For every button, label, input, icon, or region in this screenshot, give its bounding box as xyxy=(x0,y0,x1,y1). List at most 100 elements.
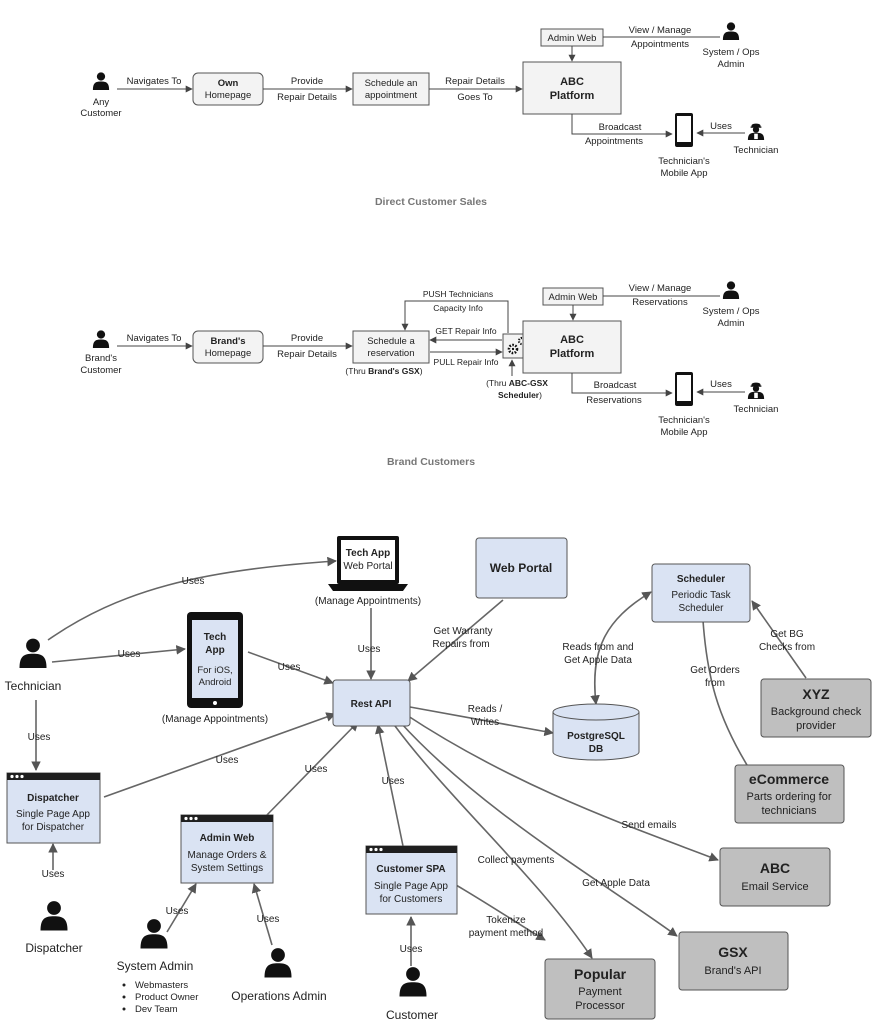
postgres-sub: DB xyxy=(589,744,603,755)
technician-person-icon xyxy=(19,638,47,668)
dispatcher-actor-label: Dispatcher xyxy=(25,941,82,955)
section-caption-brand: Brand Customers xyxy=(387,456,475,468)
edge-reads-writes-label: Reads / xyxy=(468,704,503,715)
edge-mobile-api-uses: Uses xyxy=(278,662,301,673)
tech-app-mobile-sub: For iOS, xyxy=(197,665,232,676)
sysadmin-person-icon xyxy=(140,919,168,949)
popular-title: Popular xyxy=(574,966,627,982)
any-customer-label-2: Customer xyxy=(80,108,121,119)
edge-view-label: View / Manage xyxy=(629,25,692,36)
thru-scheduler-note: (Thru ABC-GSX xyxy=(486,378,548,388)
edge-broadcast-label: Broadcast xyxy=(599,122,642,133)
edge-sysadmin-uses: Uses xyxy=(166,906,189,917)
mobile-app-label-2: Mobile App xyxy=(660,427,707,438)
mobile-phone-icon-2 xyxy=(675,372,693,406)
admin-web-label: Admin Web xyxy=(548,33,597,44)
edge-warranty-label: Get Warranty xyxy=(433,626,492,637)
edge-tech-mobile-uses: Uses xyxy=(118,649,141,660)
edge-repair-label: Repair Details xyxy=(445,76,505,87)
edge-provide-label-2: Repair Details xyxy=(277,349,337,360)
edge-push-label: PUSH Technicians xyxy=(423,289,493,299)
edge-pull-label: PULL Repair Info xyxy=(434,357,499,367)
scheduler-box xyxy=(651,563,751,623)
gsx-title: GSX xyxy=(718,944,748,960)
scheduler-sub: Periodic Task xyxy=(671,590,731,601)
sysadmin-actor-label: System Admin xyxy=(117,959,194,973)
schedule-reservation-title: Schedule a xyxy=(367,336,415,347)
admin-web-sub-2: System Settings xyxy=(191,863,263,874)
brand-customer-label-2: Customer xyxy=(80,365,121,376)
technician-label: Technician xyxy=(734,404,779,415)
edge-reads-apple-label-2: Get Apple Data xyxy=(564,655,632,666)
tech-app-laptop: Tech App Web Portal (Manage Appointments… xyxy=(315,536,421,607)
abc-platform-title: ABC xyxy=(560,76,584,88)
dispatcher-app-title: Dispatcher xyxy=(27,793,79,804)
customer-spa-box xyxy=(365,845,458,915)
technician-icon xyxy=(747,123,765,140)
edge-tokenize-label: Tokenize xyxy=(486,915,526,926)
abc-email-title: ABC xyxy=(760,860,790,876)
web-portal-label: Web Portal xyxy=(490,561,552,575)
xyz-title: XYZ xyxy=(802,686,830,702)
gsx-sub: Brand's API xyxy=(704,965,761,977)
admin-web-sub: Manage Orders & xyxy=(188,850,267,861)
admin-web-label-2: Admin Web xyxy=(549,292,598,303)
dispatcher-app-sub-2: for Dispatcher xyxy=(22,822,85,833)
sysops-label-2: Admin xyxy=(718,59,745,70)
edge-uses-label: Uses xyxy=(710,379,732,390)
thru-gsx-note: (Thru Brand's GSX) xyxy=(345,366,422,376)
thru-scheduler-note-2: Scheduler) xyxy=(498,390,542,400)
popular-box xyxy=(544,958,656,1020)
edge-get-orders-label-2: from xyxy=(705,678,725,689)
role-item: Product Owner xyxy=(135,992,198,1003)
tech-app-mobile-note: (Manage Appointments) xyxy=(162,714,268,725)
customer-spa-window: Customer SPA Single Page App for Custome… xyxy=(365,845,458,915)
edge-push-label-2: Capacity Info xyxy=(433,303,483,313)
web-portal-box xyxy=(475,537,568,599)
edge-collect-payments-label: Collect payments xyxy=(478,855,555,866)
opsadmin-actor-label: Operations Admin xyxy=(231,989,326,1003)
own-homepage-sub: Homepage xyxy=(205,90,251,101)
sysops-person-icon xyxy=(722,22,740,40)
brand-homepage-sub: Homepage xyxy=(205,348,251,359)
edge-navigates-label: Navigates To xyxy=(127,333,182,344)
tech-app-mobile-sub-2: Android xyxy=(199,677,232,688)
abc-platform-sub: Platform xyxy=(550,90,595,102)
tech-app-web-title: Tech App xyxy=(346,548,390,559)
abc-platform-sub-2: Platform xyxy=(550,348,595,360)
edge-tech-web-uses: Uses xyxy=(182,576,205,587)
ecommerce-sub: Parts ordering for xyxy=(747,791,832,803)
xyz-box xyxy=(760,678,872,738)
xyz-sub-2: provider xyxy=(796,720,836,732)
mobile-app-label: Technician's xyxy=(658,156,710,167)
schedule-appointment-sub: appointment xyxy=(365,90,418,101)
edge-tokenize-label-2: payment method xyxy=(469,928,544,939)
edge-customer-uses: Uses xyxy=(400,944,423,955)
abc-platform-title-2: ABC xyxy=(560,334,584,346)
rest-api-label: Rest API xyxy=(351,699,392,710)
edge-send-emails-label: Send emails xyxy=(621,820,676,831)
customer-actor-label: Customer xyxy=(386,1008,438,1022)
edge-provide-label: Provide xyxy=(291,76,323,87)
edge-provide-label-2: Repair Details xyxy=(277,92,337,103)
customer-person-icon xyxy=(399,967,427,997)
edge-reads-apple-label: Reads from and xyxy=(562,642,633,653)
schedule-reservation-sub: reservation xyxy=(368,348,415,359)
edge-broadcast-label-2: Appointments xyxy=(585,136,643,147)
edge-repair-label-2: Goes To xyxy=(457,92,492,103)
sysops-person-icon-2 xyxy=(722,281,740,299)
mobile-app-label-2: Mobile App xyxy=(660,168,707,179)
popular-sub: Payment xyxy=(578,986,621,998)
customer-spa-sub: Single Page App xyxy=(374,881,448,892)
admin-web-window: Admin Web Manage Orders & System Setting… xyxy=(180,814,274,884)
abc-platform-box-2 xyxy=(522,320,622,374)
mobile-phone-icon xyxy=(675,113,693,147)
sysops-label: System / Ops xyxy=(702,306,759,317)
abc-platform-box xyxy=(522,61,622,115)
edge-opsadmin-uses: Uses xyxy=(257,914,280,925)
section-brand-customers: Brand's Customer Navigates To Brand's Ho… xyxy=(80,281,778,468)
edge-web-api-uses: Uses xyxy=(358,644,381,655)
technician-label: Technician xyxy=(734,145,779,156)
tech-app-web-note: (Manage Appointments) xyxy=(315,596,421,607)
tech-app-web-sub: Web Portal xyxy=(343,561,392,572)
